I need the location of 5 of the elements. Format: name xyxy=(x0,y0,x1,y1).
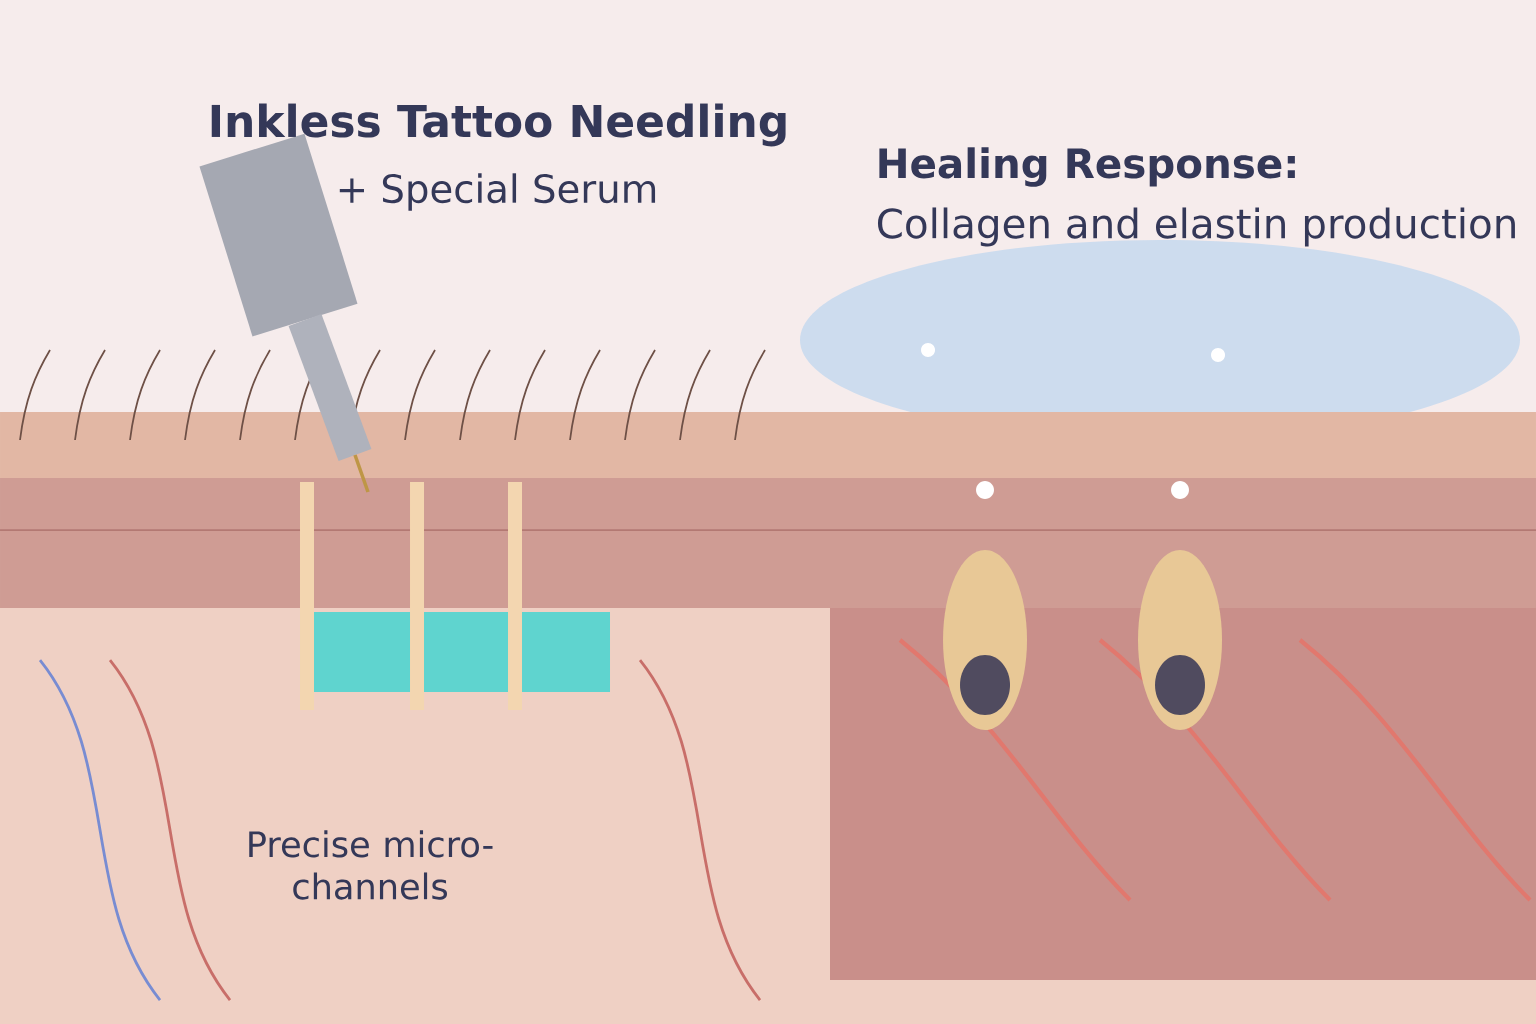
heading: Healing Response: xyxy=(879,147,1295,187)
subtitle: + Special Serum xyxy=(339,173,656,211)
title: Inkless Tattoo Needling xyxy=(211,103,786,147)
label: Precise micro-channels xyxy=(249,830,493,900)
description: Collagen and elastin production xyxy=(878,207,1515,247)
